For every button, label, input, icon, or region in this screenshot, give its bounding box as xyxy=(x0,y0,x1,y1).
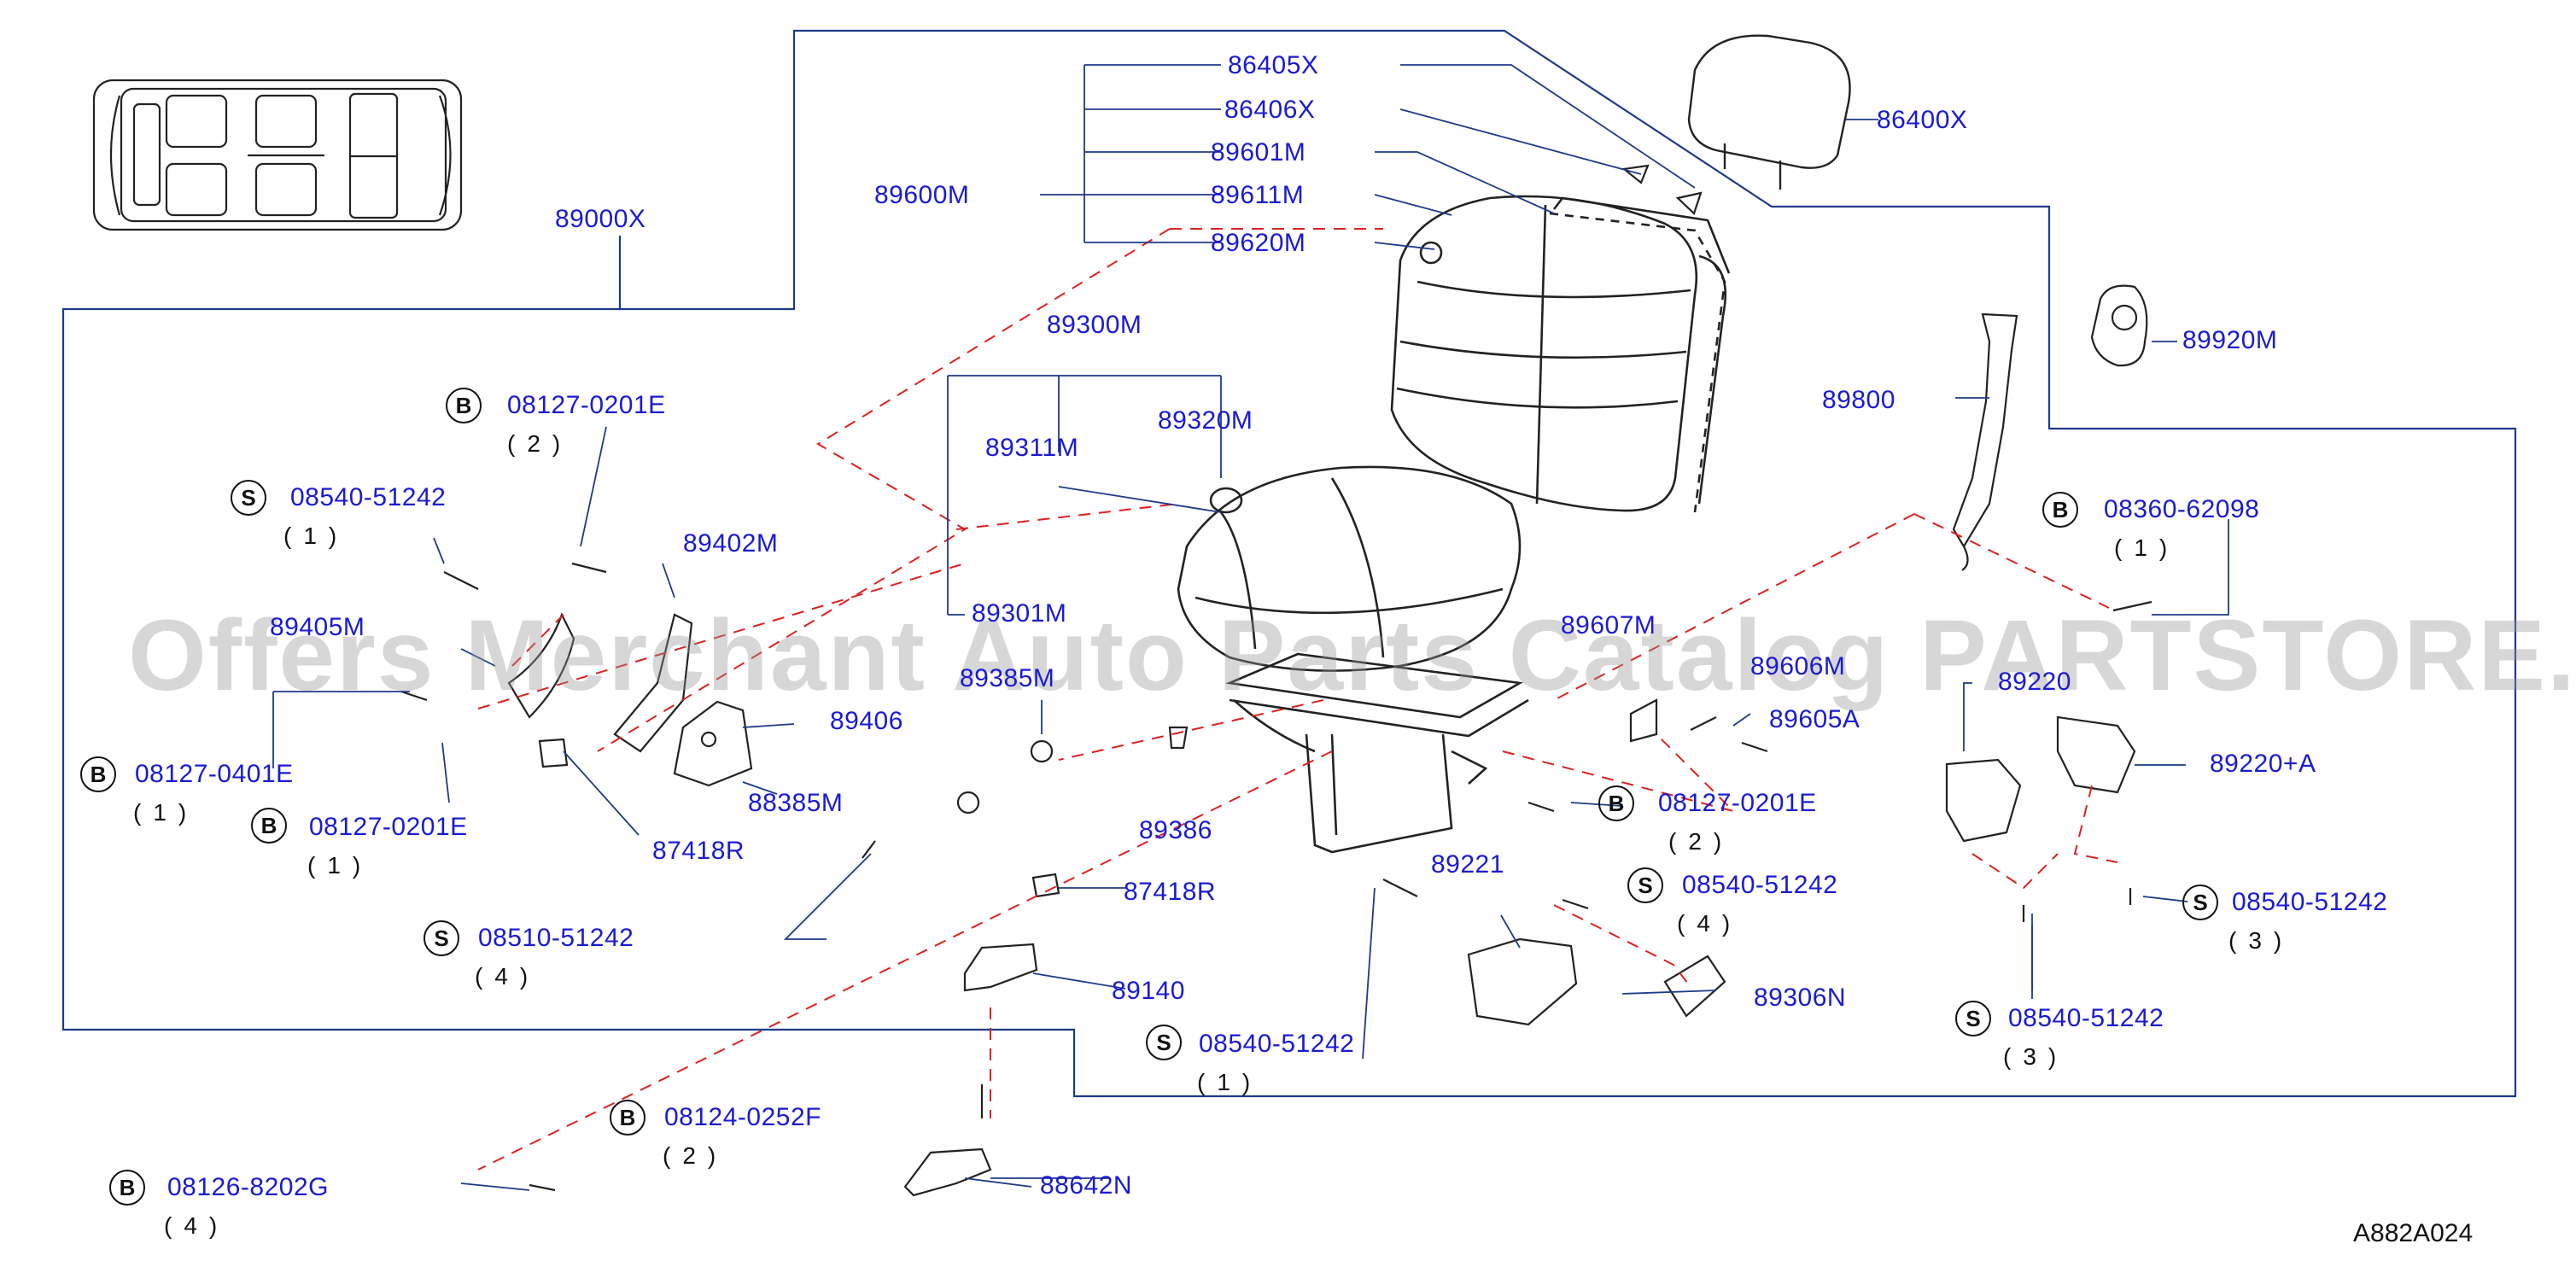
part-label-89385m[interactable]: 89385M xyxy=(960,664,1055,692)
screw-badge: S xyxy=(231,480,266,516)
part-label-86406x[interactable]: 86406X xyxy=(1224,96,1316,124)
part-label-08127-0201e-a[interactable]: 08127-0201E xyxy=(507,391,666,419)
part-label-89601m[interactable]: 89601M xyxy=(1211,138,1306,166)
part-label-08540-51242-b[interactable]: 08540-51242 xyxy=(1682,871,1838,899)
qty-08540-51242-a: (1) xyxy=(283,523,349,549)
small-parts-drawing xyxy=(400,164,2153,1197)
part-label-88642n[interactable]: 88642N xyxy=(1040,1171,1133,1200)
seat-frame-drawing xyxy=(1225,652,1529,854)
qty-08127-0401e: (1) xyxy=(133,799,199,826)
part-label-89800[interactable]: 89800 xyxy=(1822,386,1895,414)
part-label-87418r-a[interactable]: 87418R xyxy=(652,837,745,865)
part-label-08540-51242-c[interactable]: 08540-51242 xyxy=(2232,888,2388,916)
screw-badge: S xyxy=(1955,1001,1991,1036)
part-label-89611m[interactable]: 89611M xyxy=(1211,181,1305,209)
part-label-89221[interactable]: 89221 xyxy=(1431,850,1504,879)
part-label-08540-51242-a[interactable]: 08540-51242 xyxy=(290,483,447,511)
qty-08360-62098: (1) xyxy=(2114,534,2180,561)
qty-08510-51242: (4) xyxy=(475,963,540,990)
part-label-89300m[interactable]: 89300M xyxy=(1047,311,1142,339)
screw-badge: S xyxy=(423,920,459,956)
part-label-86400x[interactable]: 86400X xyxy=(1877,106,1968,134)
qty-08127-0201e-b: (1) xyxy=(307,852,373,879)
part-label-89220[interactable]: 89220 xyxy=(1998,668,2071,696)
part-label-89402m[interactable]: 89402M xyxy=(683,529,779,558)
qty-08540-51242-b: (4) xyxy=(1677,910,1743,937)
part-label-89920m[interactable]: 89920M xyxy=(2182,326,2278,354)
bolt-badge: B xyxy=(2042,492,2078,528)
part-label-89600m[interactable]: 89600M xyxy=(874,181,970,209)
qty-08124-0252f: (2) xyxy=(663,1142,728,1169)
part-label-89320m[interactable]: 89320M xyxy=(1158,406,1253,435)
part-label-86405x[interactable]: 86405X xyxy=(1228,51,1319,79)
qty-08127-0201e-c: (2) xyxy=(1668,828,1734,855)
bolt-badge: B xyxy=(610,1100,645,1136)
part-label-89606m[interactable]: 89606M xyxy=(1750,652,1846,680)
vehicle-thumbnail xyxy=(92,79,463,231)
part-label-08510-51242[interactable]: 08510-51242 xyxy=(478,924,634,952)
part-label-08124-0252f[interactable]: 08124-0252F xyxy=(664,1103,821,1131)
bolt-badge: B xyxy=(80,756,116,792)
part-label-08127-0401e[interactable]: 08127-0401E xyxy=(135,760,294,788)
part-label-08126-8202g[interactable]: 08126-8202G xyxy=(167,1173,329,1201)
screw-badge: S xyxy=(1627,867,1663,903)
part-label-08540-51242-e[interactable]: 08540-51242 xyxy=(2008,1004,2164,1032)
part-label-88385m[interactable]: 88385M xyxy=(748,789,844,817)
qty-08127-0201e-a: (2) xyxy=(507,430,573,457)
part-label-08127-0201e-c[interactable]: 08127-0201E xyxy=(1658,789,1817,817)
bolt-badge: B xyxy=(446,388,482,423)
seat-back-drawing xyxy=(1390,195,1731,513)
assembly-dashed-lines xyxy=(477,228,2118,1171)
part-label-08360-62098[interactable]: 08360-62098 xyxy=(2104,495,2260,523)
part-label-89220a[interactable]: 89220+A xyxy=(2210,750,2316,778)
part-label-89306n[interactable]: 89306N xyxy=(1754,984,1847,1012)
diagram-code: A882A024 xyxy=(2353,1219,2474,1247)
part-label-89311m[interactable]: 89311M xyxy=(985,434,1079,462)
part-label-89406[interactable]: 89406 xyxy=(830,707,903,735)
qty-08540-51242-e: (3) xyxy=(2003,1043,2069,1070)
part-label-89607m[interactable]: 89607M xyxy=(1561,611,1656,639)
screw-badge: S xyxy=(2182,885,2218,920)
part-label-89386[interactable]: 89386 xyxy=(1139,816,1212,844)
part-label-89000x[interactable]: 89000X xyxy=(555,205,646,233)
part-label-87418r-b[interactable]: 87418R xyxy=(1124,878,1217,906)
qty-08126-8202g: (4) xyxy=(164,1212,230,1239)
bolt-badge: B xyxy=(251,808,287,844)
part-label-89620m[interactable]: 89620M xyxy=(1211,229,1306,257)
part-label-89301m[interactable]: 89301M xyxy=(972,599,1067,628)
part-label-08127-0201e-b[interactable]: 08127-0201E xyxy=(309,813,468,841)
assembly-outline xyxy=(61,29,2517,1098)
bolt-badge: B xyxy=(109,1170,145,1206)
qty-08540-51242-c: (3) xyxy=(2228,927,2294,954)
headrest-drawing xyxy=(1687,34,1851,190)
seat-cushion-drawing xyxy=(1177,465,1522,672)
part-label-08540-51242-d[interactable]: 08540-51242 xyxy=(1199,1030,1355,1058)
bolt-badge: B xyxy=(1598,785,1634,821)
part-label-89140[interactable]: 89140 xyxy=(1112,977,1185,1005)
screw-badge: S xyxy=(1146,1025,1182,1060)
part-label-89605a[interactable]: 89605A xyxy=(1769,705,1860,733)
qty-08540-51242-d: (1) xyxy=(1197,1069,1263,1095)
part-label-89405m[interactable]: 89405M xyxy=(270,613,365,641)
leader-lines xyxy=(272,64,2229,1191)
